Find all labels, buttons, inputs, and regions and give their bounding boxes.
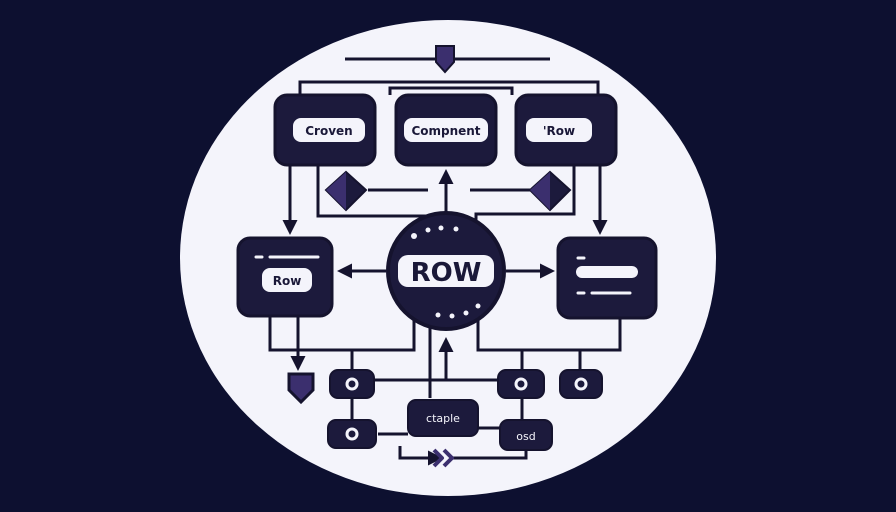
diamond-left-icon [324, 170, 368, 212]
node-bottom-right-label: osd [516, 430, 535, 443]
node-center-label: ROW [411, 258, 482, 288]
node-top-right-label: 'Row [543, 124, 575, 138]
node-bottom-right[interactable]: osd [499, 419, 553, 451]
node-top-right[interactable]: 'Row [514, 93, 618, 167]
node-mid-right[interactable] [556, 236, 658, 320]
node-pentagon[interactable] [287, 372, 315, 405]
node-top-left[interactable]: Croven [273, 93, 377, 167]
node-dot-3[interactable] [559, 369, 603, 399]
node-bottom-center-label: ctaple [426, 412, 460, 425]
node-top-center[interactable]: Compnent [394, 93, 498, 167]
node-top-left-label: Croven [305, 124, 352, 138]
node-mid-left[interactable]: Row [236, 236, 334, 318]
node-top-center-label: Compnent [411, 124, 480, 138]
node-mid-left-label: Row [273, 274, 302, 288]
double-chevron-icon [432, 448, 454, 468]
node-center[interactable]: ROW [386, 211, 506, 331]
node-dot-1[interactable] [329, 369, 375, 399]
node-dot-2[interactable] [497, 369, 545, 399]
node-dot-4[interactable] [327, 419, 377, 449]
diamond-right-icon [528, 170, 572, 212]
center-dots [411, 225, 481, 319]
connectors [268, 80, 622, 466]
node-bottom-center[interactable]: ctaple [407, 399, 479, 437]
top-slider [345, 45, 550, 74]
slider-handle-icon [435, 45, 455, 74]
